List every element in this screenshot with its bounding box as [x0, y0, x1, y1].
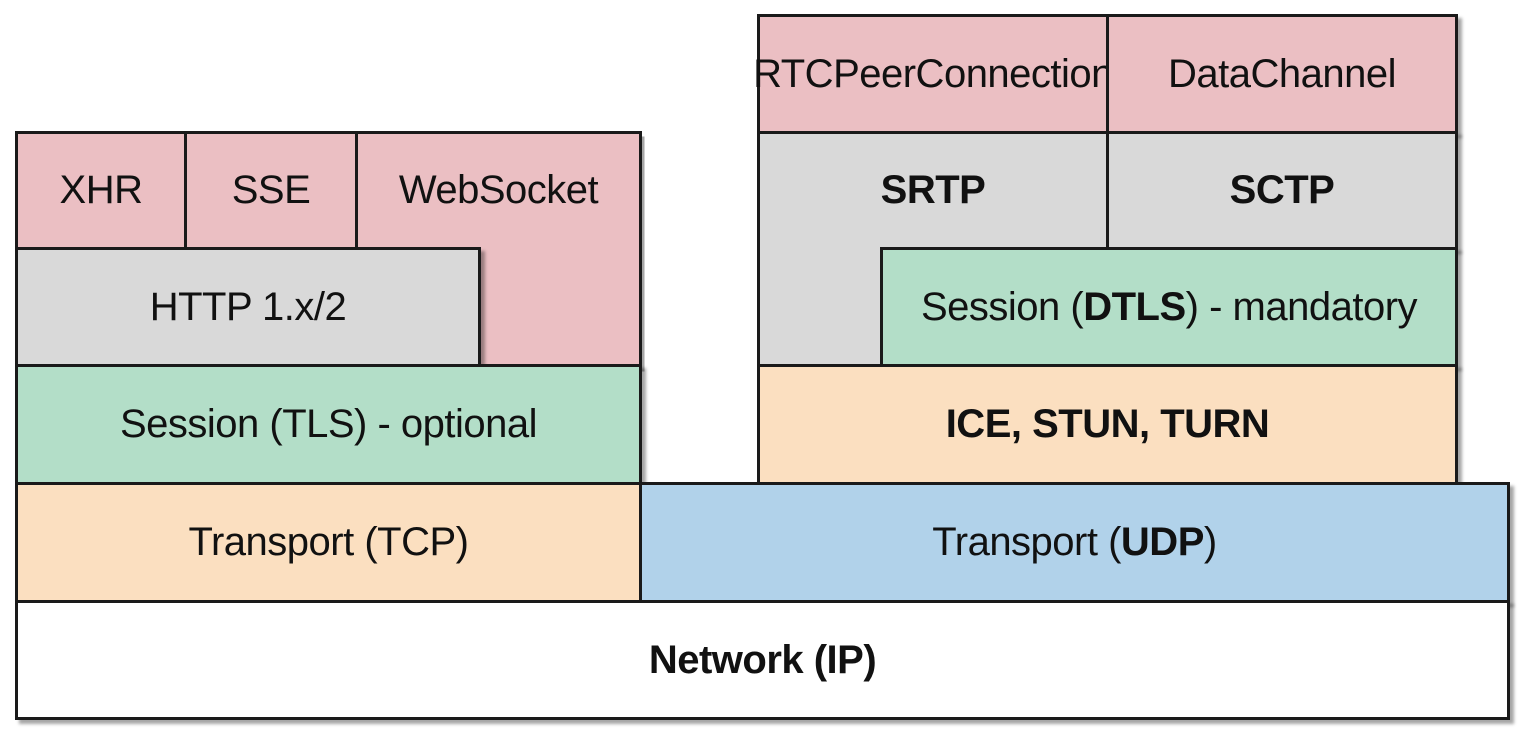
srtp-label: SRTP: [880, 168, 986, 212]
ice-label: ICE, STUN, TURN: [945, 402, 1270, 446]
datachannel-label: DataChannel: [1168, 51, 1397, 96]
sctp-box: SCTP: [1106, 131, 1458, 250]
udp-suffix: ): [1203, 520, 1217, 564]
dtls-box: Session (DTLS) - mandatory: [880, 247, 1458, 367]
xhr-label: XHR: [59, 168, 143, 212]
udp-box: Transport (UDP): [639, 482, 1510, 603]
http-box: HTTP 1.x/2: [15, 247, 481, 367]
sse-box: SSE: [184, 131, 358, 250]
sse-label: SSE: [231, 168, 311, 212]
ice-box: ICE, STUN, TURN: [757, 364, 1458, 485]
network-box: Network (IP): [15, 600, 1510, 720]
udp-label: Transport (UDP): [932, 520, 1217, 565]
dtls-suffix: ) - mandatory: [1185, 284, 1418, 329]
network-label: Network (IP): [648, 637, 877, 682]
tls-label: Session (TLS) - optional: [119, 402, 538, 446]
tcp-label: Transport (TCP): [188, 520, 469, 564]
datachannel-box: DataChannel: [1106, 14, 1458, 134]
dtls-prefix: Session (: [920, 284, 1084, 329]
websocket-label: WebSocket: [398, 168, 599, 212]
udp-prefix: Transport (: [932, 520, 1121, 564]
rtcpeerconnection-label: RTCPeerConnection: [753, 51, 1113, 96]
sctp-label: SCTP: [1229, 168, 1335, 212]
xhr-box: XHR: [15, 131, 187, 250]
rtcpeerconnection-box: RTCPeerConnection: [753, 14, 1113, 134]
udp-bold: UDP: [1120, 520, 1204, 564]
dtls-label: Session (DTLS) - mandatory: [920, 284, 1418, 330]
dtls-bold: DTLS: [1083, 284, 1186, 329]
tcp-box: Transport (TCP): [15, 482, 642, 603]
tls-box: Session (TLS) - optional: [15, 364, 642, 485]
http-label: HTTP 1.x/2: [149, 284, 347, 329]
